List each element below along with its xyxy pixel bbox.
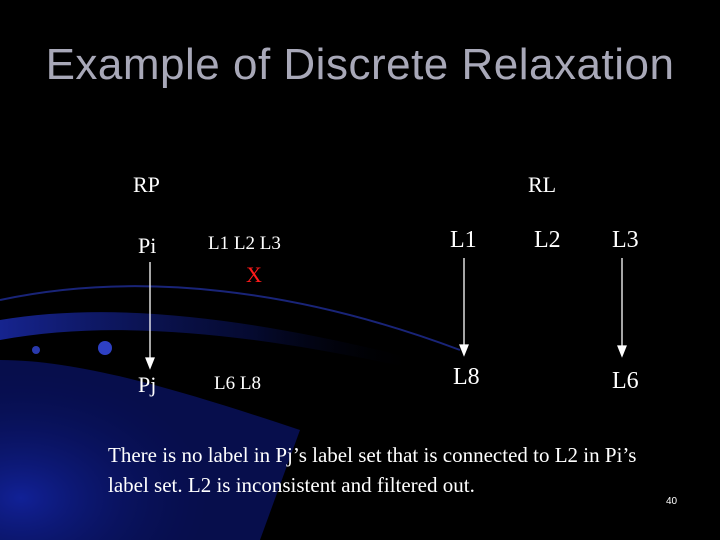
page-number: 40 bbox=[666, 496, 677, 507]
arrow-l1-to-l8 bbox=[460, 258, 468, 355]
caption-text: There is no label in Pj’s label set that… bbox=[108, 440, 668, 500]
arrow-l3-to-l6 bbox=[618, 258, 626, 356]
arrow-pi-to-pj bbox=[146, 262, 154, 368]
